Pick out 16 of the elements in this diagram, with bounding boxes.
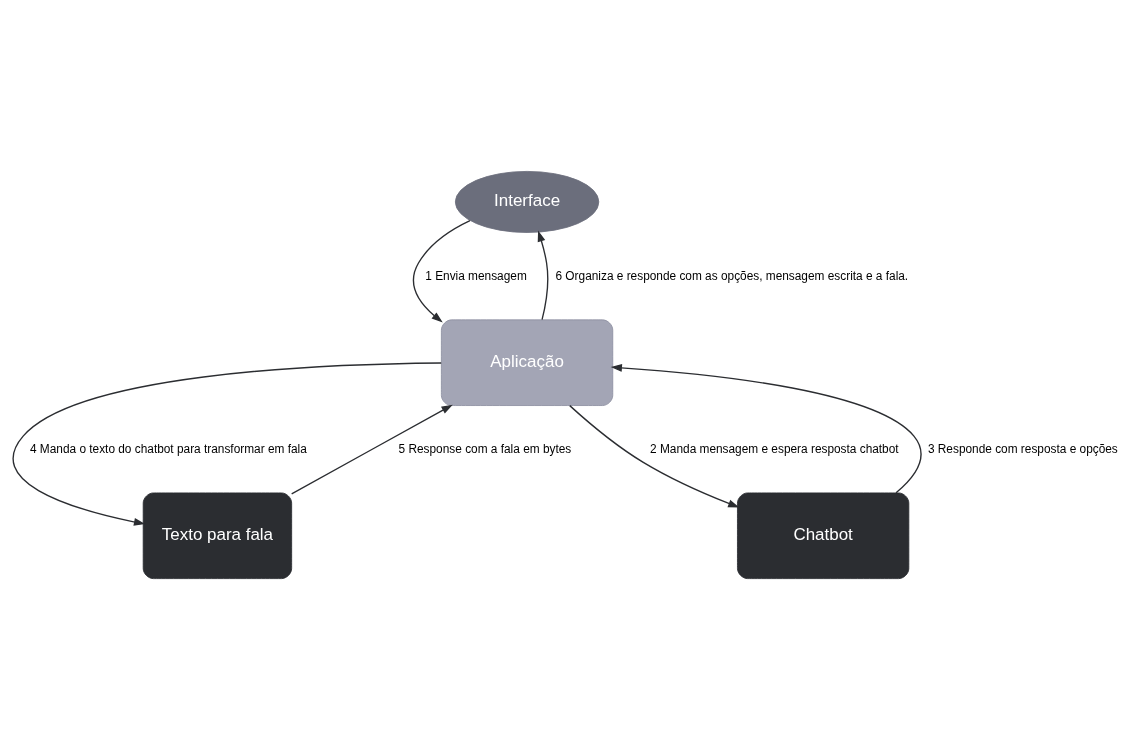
arrow xyxy=(569,404,740,508)
edge-label: 3 Responde com resposta e opções xyxy=(927,441,1118,456)
arrow xyxy=(610,363,922,493)
node-box: Texto para fala xyxy=(142,492,293,579)
edge-label: 4 Manda o texto do chatbot para transformar em fala xyxy=(29,441,307,456)
edge-label: 6 Organiza e responde com as opções, mensagem escrita e a fala. xyxy=(555,268,909,283)
arrow xyxy=(12,361,442,526)
edge-label: 1 Envia mensagem xyxy=(425,268,527,283)
arrow xyxy=(291,404,453,494)
edge-label: 2 Manda mensagem e espera resposta chatbot xyxy=(650,441,899,456)
node-box: Aplicação xyxy=(440,318,614,406)
node-box: Chatbot xyxy=(737,492,910,579)
edge-label: 5 Response com a fala em bytes xyxy=(398,441,572,456)
node-ellipse: Interface xyxy=(454,170,600,233)
arrow xyxy=(412,219,471,322)
arrow xyxy=(537,229,549,320)
